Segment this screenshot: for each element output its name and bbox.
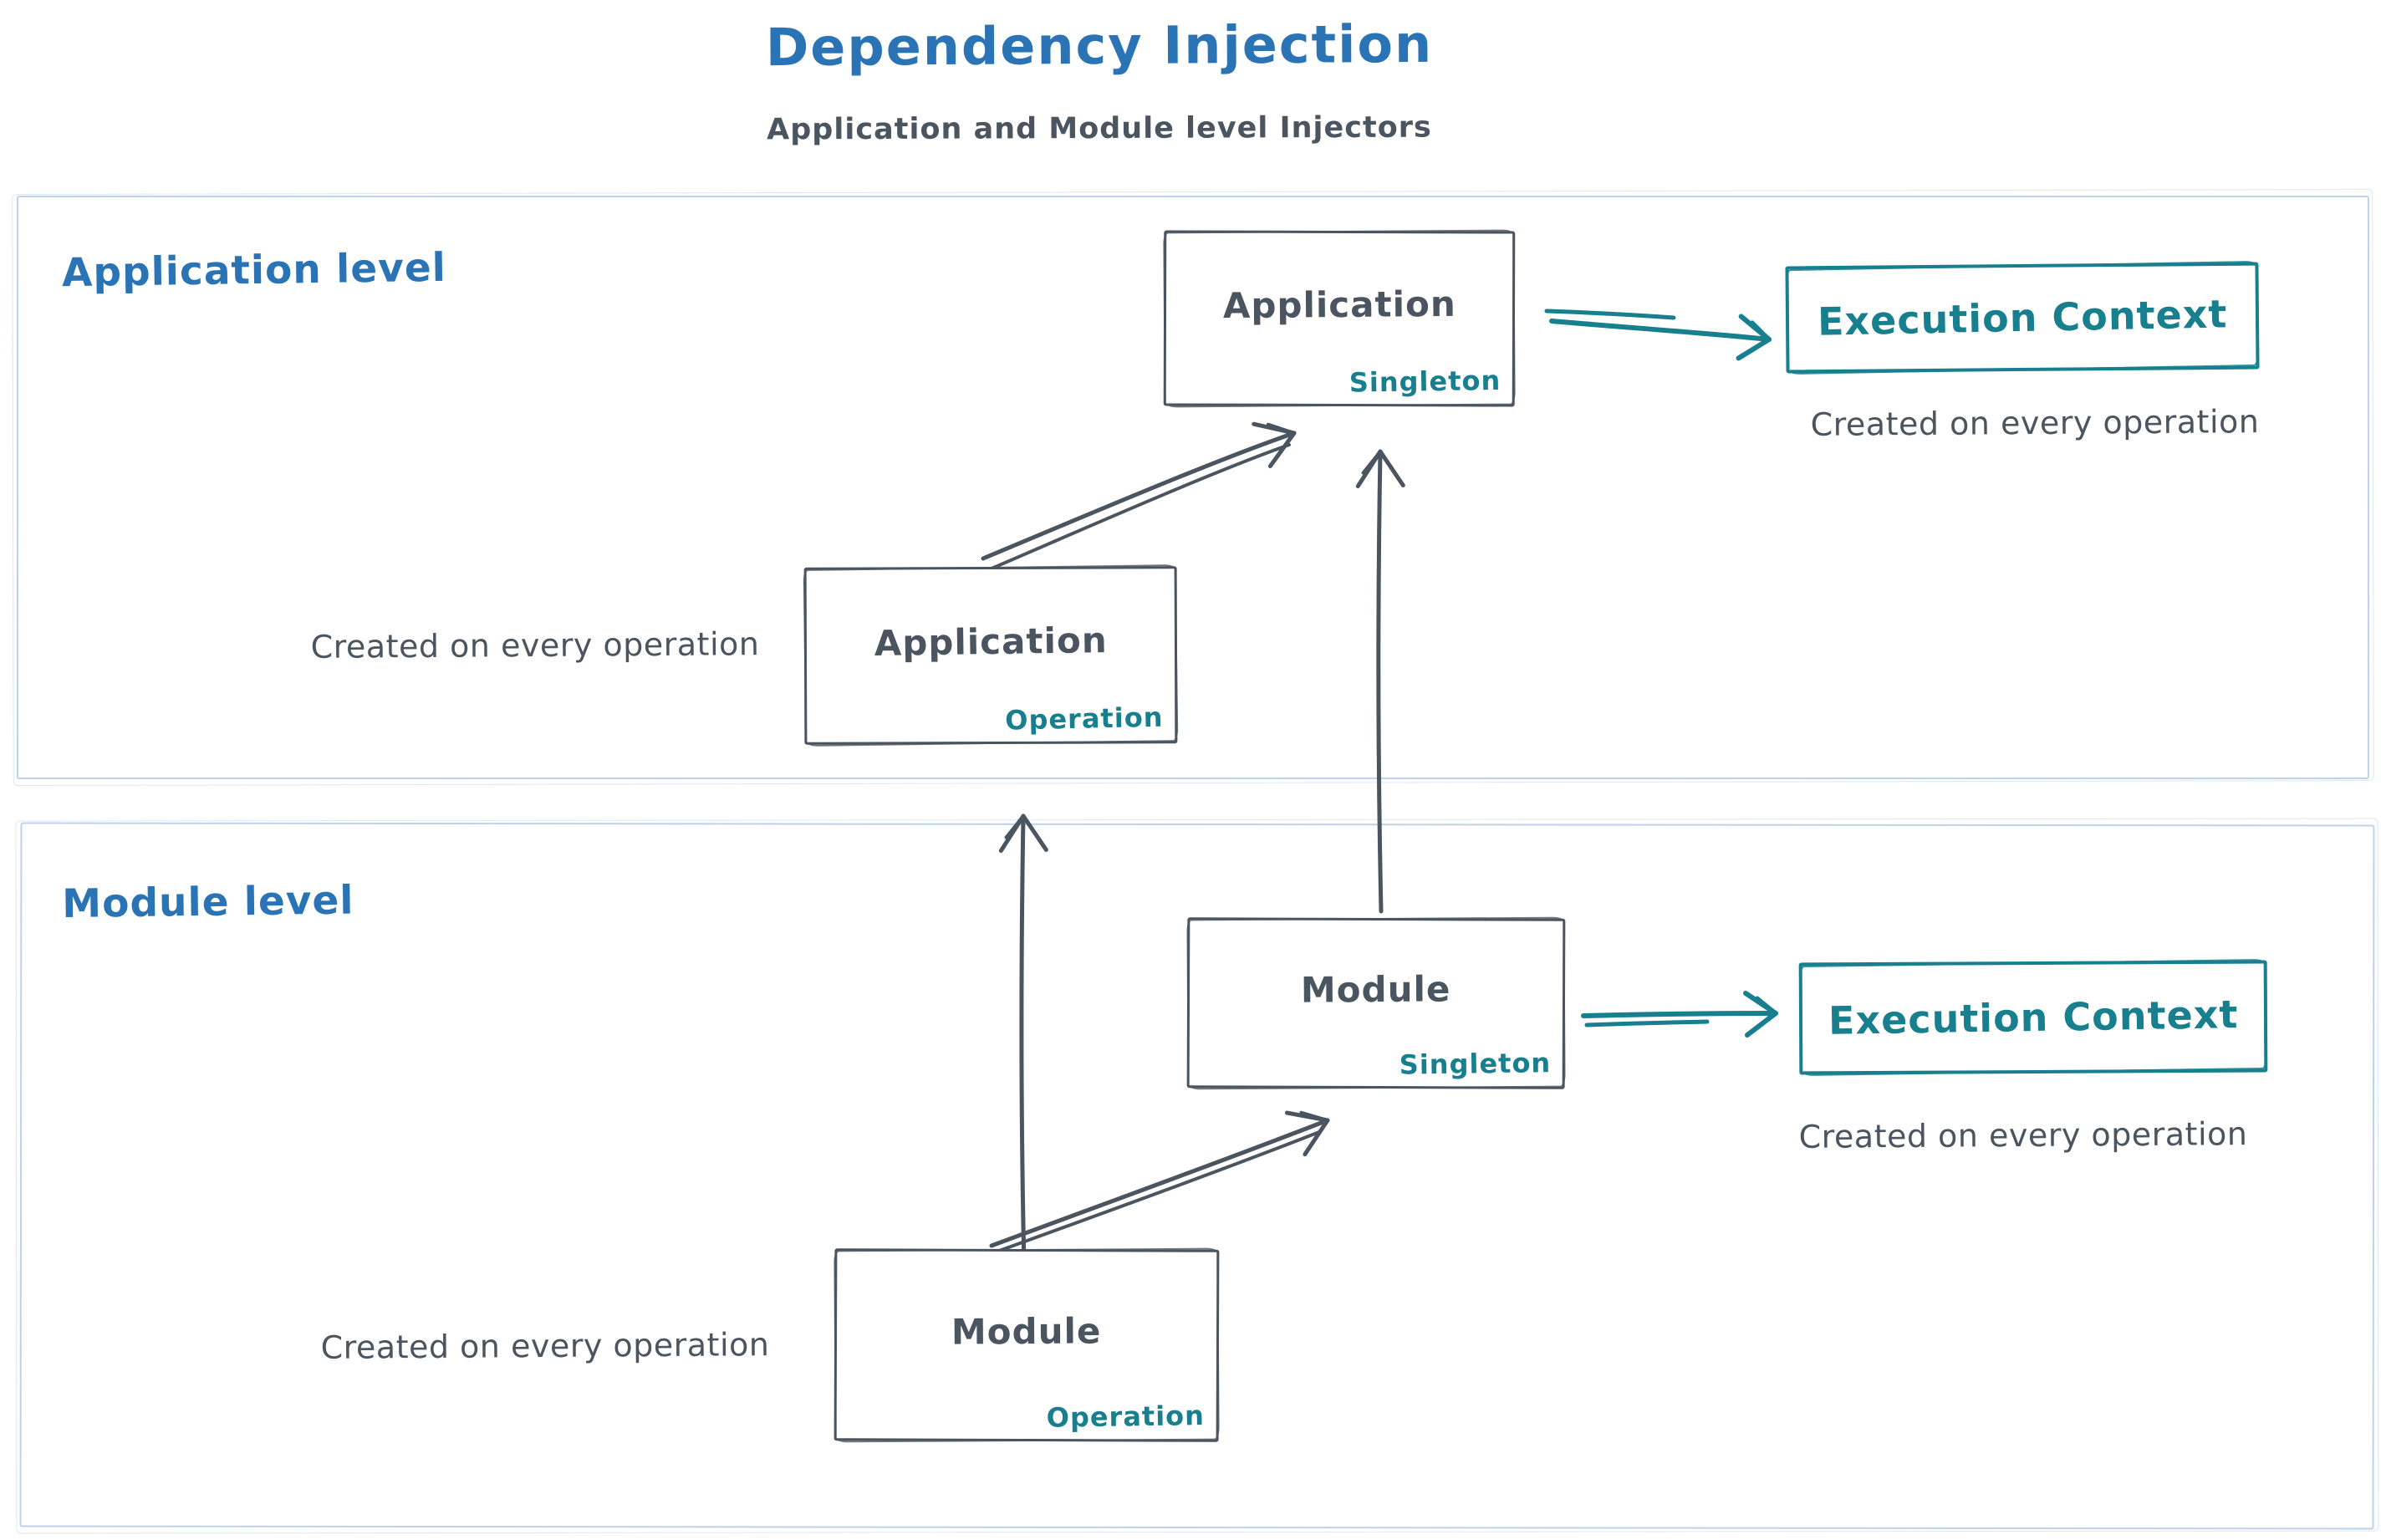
node-module-operation: Module Operation bbox=[834, 1248, 1220, 1442]
section-label-application: Application level bbox=[61, 244, 447, 297]
node-module-operation-label: Module bbox=[951, 1309, 1102, 1353]
node-application-operation-label: Application bbox=[873, 619, 1108, 664]
node-module-execution-context-label: Execution Context bbox=[1828, 992, 2239, 1043]
caption-module-operation-created-on-every-operation: Created on every operation bbox=[320, 1326, 770, 1366]
node-application-execution-context: Execution Context bbox=[1785, 262, 2260, 374]
section-application-level: Application level bbox=[17, 196, 2369, 779]
node-module-singleton-sublabel: Singleton bbox=[1399, 1047, 1552, 1081]
node-module-singleton: Module Singleton bbox=[1186, 917, 1566, 1089]
caption-app-operation-created-on-every-operation: Created on every operation bbox=[310, 625, 760, 665]
node-application-singleton-label: Application bbox=[1222, 283, 1456, 326]
node-module-execution-context: Execution Context bbox=[1798, 960, 2268, 1075]
caption-module-execution-context-created-on-every-operation: Created on every operation bbox=[1798, 1115, 2248, 1155]
caption-app-execution-context-created-on-every-operation: Created on every operation bbox=[1810, 403, 2260, 443]
node-module-singleton-label: Module bbox=[1300, 967, 1451, 1011]
node-application-execution-context-label: Execution Context bbox=[1817, 291, 2228, 344]
node-application-operation-sublabel: Operation bbox=[1004, 701, 1164, 737]
section-label-module: Module level bbox=[62, 877, 354, 928]
node-application-operation: Application Operation bbox=[803, 566, 1178, 745]
node-module-operation-sublabel: Operation bbox=[1046, 1400, 1205, 1434]
page-title: Dependency Injection bbox=[765, 13, 1434, 79]
page-subtitle: Application and Module level Injectors bbox=[767, 110, 1432, 147]
node-application-singleton-sublabel: Singleton bbox=[1348, 364, 1501, 399]
node-application-singleton: Application Singleton bbox=[1163, 230, 1516, 407]
